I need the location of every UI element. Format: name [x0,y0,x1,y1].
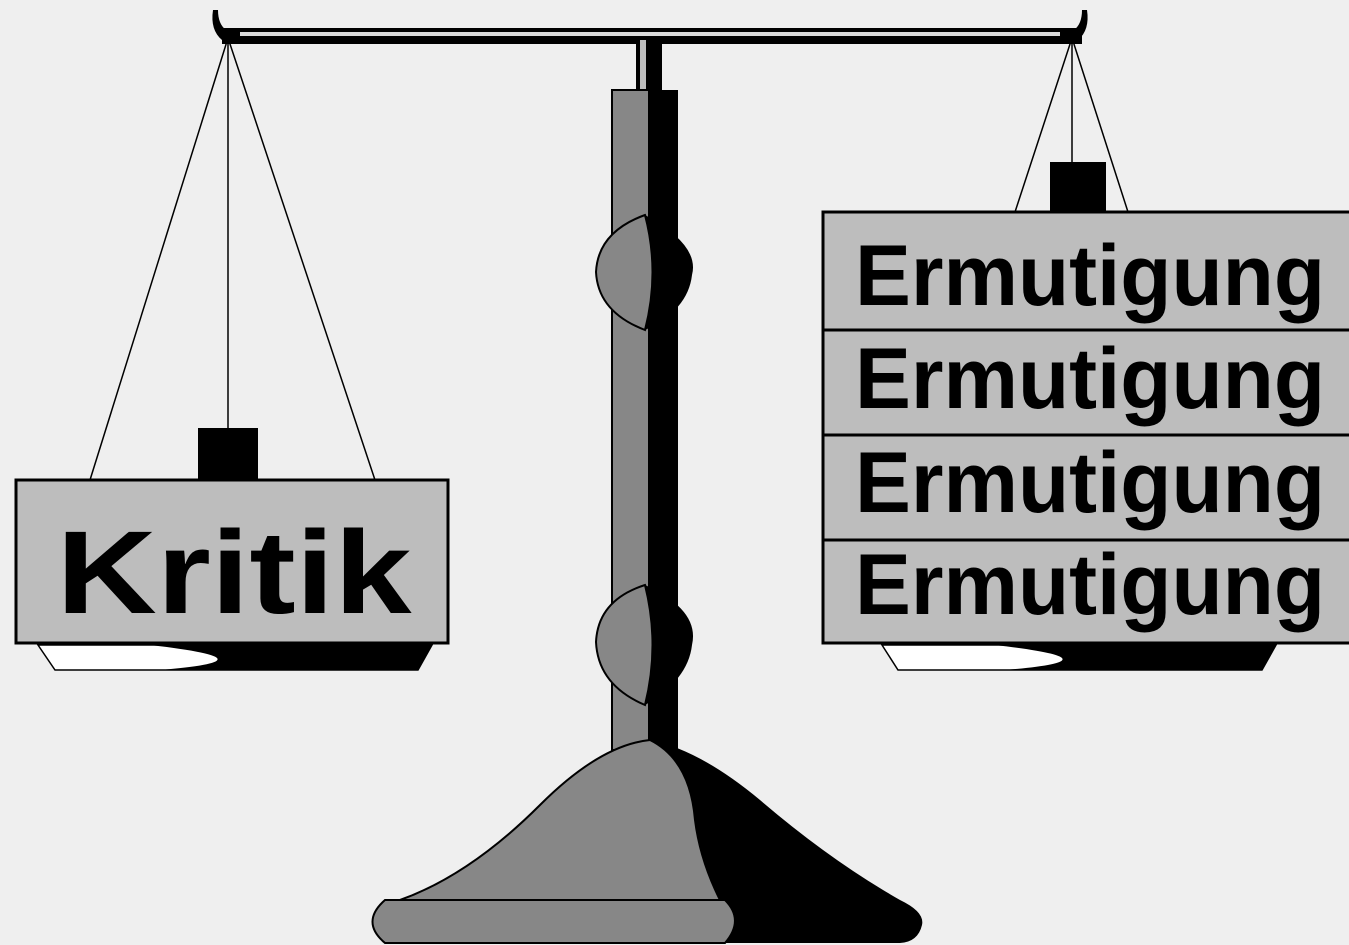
post-knob-lower [594,583,694,707]
left-weight-block [198,428,258,480]
right-label-text: Ermutigung [855,331,1325,427]
right-label-box-1: Ermutigung [821,210,1349,332]
scale-base [371,738,923,944]
right-label-text: Ermutigung [855,228,1325,324]
right-pan: Ermutigung Ermutigung Ermutigung Ermutig… [821,37,1349,671]
left-pan: Kritik [14,37,450,671]
scale-post [594,40,694,751]
right-label-box-2: Ermutigung [821,328,1349,437]
left-label-text: Kritik [57,507,412,639]
right-weight-block [1050,162,1106,212]
right-pan-strings [1014,37,1129,213]
right-label-text: Ermutigung [855,435,1325,531]
left-pan-strings [89,37,376,481]
post-knob-upper [594,213,694,332]
scale-beam [212,10,1088,44]
right-label-box-4: Ermutigung [821,537,1349,645]
right-label-box-3: Ermutigung [821,433,1349,542]
right-label-text: Ermutigung [855,537,1325,633]
left-label-box [14,478,450,645]
